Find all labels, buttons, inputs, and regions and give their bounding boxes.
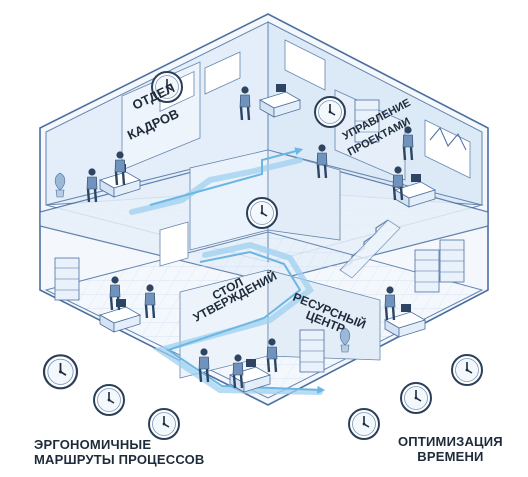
cabinet-icon [414, 249, 440, 293]
clock-icon [246, 197, 278, 229]
cabinet-icon [54, 257, 80, 301]
caption-left-line2: МАРШРУТЫ ПРОЦЕССОВ [34, 452, 205, 467]
clock-icon [314, 96, 346, 128]
cabinet-icon [439, 239, 465, 283]
caption-left-line1: ЭРГОНОМИЧНЫЕ [34, 437, 152, 452]
clock-icon [93, 384, 125, 416]
clock-icon [400, 382, 432, 414]
caption-right-line2: ВРЕМЕНИ [417, 449, 484, 464]
caption-ergonomic-routes: ЭРГОНОМИЧНЫЕ МАРШРУТЫ ПРОЦЕССОВ [34, 437, 205, 467]
clock-icon [348, 408, 380, 440]
plant-icon [54, 172, 66, 198]
caption-right-line1: ОПТИМИЗАЦИЯ [398, 434, 503, 449]
clock-icon [42, 354, 79, 390]
clock-icon [451, 354, 483, 386]
caption-time-optimization: ОПТИМИЗАЦИЯ ВРЕМЕНИ [398, 434, 503, 464]
cabinet-icon [299, 329, 325, 373]
clock-icon [148, 408, 180, 440]
stairs [339, 219, 401, 279]
process-route-path [129, 147, 326, 395]
